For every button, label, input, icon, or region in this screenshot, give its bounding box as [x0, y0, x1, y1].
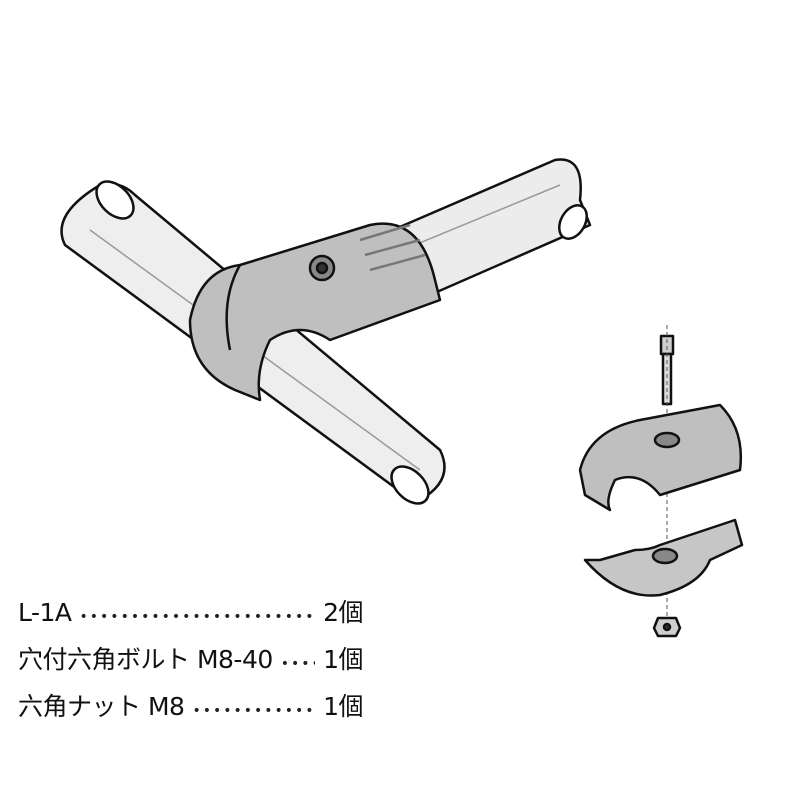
dot-leader: ••••••••••••••••••••••••••••••••••••••••: [280, 656, 315, 672]
clamp-lower-half: [583, 518, 744, 597]
parts-list-item: 穴付六角ボルト M8-40 ••••••••••••••••••••••••••…: [18, 640, 363, 687]
parts-list-item: L-1A •••••••••••••••••••••••••••••••••••…: [18, 593, 363, 640]
part-name: 六角ナット M8: [18, 692, 185, 721]
parts-list-item: 六角ナット M8 •••••••••••••••••••••••••••••••…: [18, 687, 363, 734]
clamp-upper-half: [578, 403, 742, 512]
part-quantity: 2個: [323, 598, 363, 627]
clamp-joint: [188, 222, 442, 402]
dot-leader: ••••••••••••••••••••••••••••••••••••••••: [192, 703, 316, 719]
part-name: 穴付六角ボルト M8-40: [18, 645, 273, 674]
dot-leader: ••••••••••••••••••••••••••••••••••••••••: [79, 609, 316, 625]
part-quantity: 1個: [323, 692, 363, 721]
nut: [652, 616, 682, 638]
part-name: L-1A: [18, 598, 72, 627]
part-quantity: 1個: [323, 645, 363, 674]
parts-list: L-1A •••••••••••••••••••••••••••••••••••…: [18, 593, 363, 734]
